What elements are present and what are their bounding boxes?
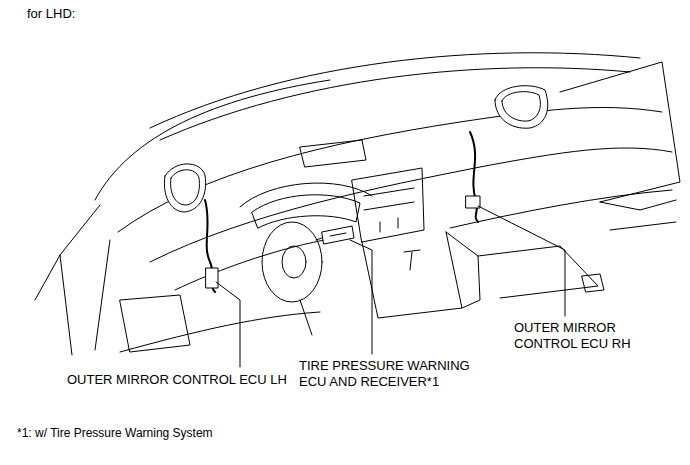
- steering-wheel: [262, 222, 322, 302]
- diagram-title: for LHD:: [26, 6, 76, 22]
- leader-line-rh: [478, 206, 565, 316]
- rear-console: [446, 232, 598, 308]
- leader-line-lh: [216, 282, 240, 367]
- steering-column: [300, 300, 312, 335]
- right-door-panel: [600, 200, 676, 230]
- lh-ecu: [206, 268, 218, 288]
- instrument-cluster: [252, 195, 360, 228]
- right-mirror-glass: [502, 92, 540, 121]
- shift-console: [362, 232, 462, 318]
- center-stack: [352, 168, 424, 242]
- right-door-window: [560, 62, 680, 202]
- center-stack-controls: [364, 188, 414, 232]
- tire-pressure-ecu-detail: [316, 233, 346, 240]
- right-mirror: [495, 86, 548, 129]
- leader-line-tire: [350, 240, 372, 354]
- shift-lever: [404, 250, 420, 270]
- left-door: [35, 205, 110, 355]
- part-label: OUTER MIRROR CONTROL ECU LH: [66, 372, 288, 388]
- rear-vent: [582, 274, 604, 292]
- left-door-trim: [120, 295, 190, 352]
- steering-hub: [282, 246, 306, 278]
- floor-left: [120, 312, 320, 352]
- dashboard-top: [118, 107, 662, 232]
- footnote: *1: w/ Tire Pressure Warning System: [16, 426, 214, 440]
- left-mirror: [164, 164, 205, 212]
- dashboard-edge: [150, 148, 672, 262]
- part-label: OUTER MIRROR CONTROL ECU RH: [513, 320, 667, 351]
- center-display: [300, 140, 366, 167]
- left-mirror-glass: [171, 170, 200, 205]
- windshield-frame: [160, 68, 630, 140]
- part-label: TIRE PRESSURE WARNING ECU AND RECEIVER*1: [298, 358, 492, 389]
